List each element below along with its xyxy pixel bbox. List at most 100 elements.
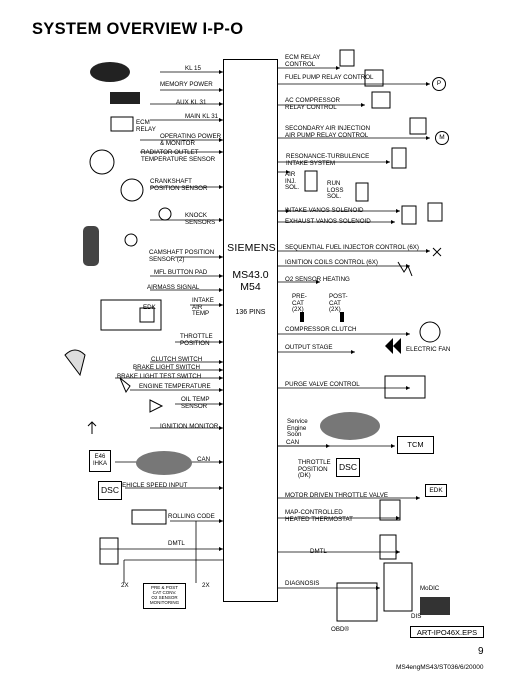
key-icon: [90, 62, 130, 82]
input-label-two-x-right: 2X: [202, 582, 210, 589]
dmtl-left-icon: [99, 537, 119, 565]
arrowhead-33: [426, 249, 430, 253]
output-label-obd: OBD®: [331, 626, 349, 633]
vanos-icon-2: [427, 202, 443, 222]
cam-sensor-icon: [124, 233, 138, 247]
arrowhead-21: [219, 486, 223, 490]
arrowhead-26: [361, 103, 365, 107]
battery-icon: [110, 92, 140, 104]
arrowhead-3: [219, 102, 223, 106]
arrowhead-40: [391, 444, 395, 448]
relay-icon-3: [371, 91, 391, 109]
input-label-main-kl31: MAIN KL 31: [185, 113, 219, 120]
input-label-airmass: AIRMASS SIGNAL: [147, 284, 200, 291]
output-label-seq-fuel-inj: SEQUENTIAL FUEL INJECTOR CONTROL (6X): [285, 244, 419, 251]
input-label-brake-light-switch: BRAKE LIGHT SWITCH: [133, 364, 200, 371]
page-title: SYSTEM OVERVIEW I-P-O: [32, 20, 244, 38]
ecu-brand: SIEMENS: [227, 242, 276, 254]
arrowhead-10: [219, 274, 223, 278]
relay-icon-1: [339, 49, 355, 67]
arrowhead-43: [396, 550, 400, 554]
temp-sensor-icon: [89, 149, 115, 175]
input-label-vehicle-speed: VEHICLE SPEED INPUT: [118, 482, 188, 489]
input-label-can-in: CAN: [197, 456, 211, 463]
arrowhead-37: [351, 350, 355, 354]
output-label-motor-throttle: MOTOR DRIVEN THROTTLE VALVE: [285, 492, 389, 499]
relay-icon-2: [364, 69, 384, 87]
ignition-arrow-icon: [87, 421, 97, 434]
arrowhead-38: [406, 386, 410, 390]
knock-sensor-icon: [158, 207, 172, 221]
arrowhead-9: [219, 255, 223, 259]
arrowhead-27: [426, 136, 430, 140]
solenoid-icon-1: [391, 147, 407, 169]
arrowhead-28: [386, 160, 390, 164]
arrowhead-42: [396, 516, 400, 520]
arrowhead-35: [316, 280, 320, 284]
output-label-intake-vanos: INTAKE VANOS SOLENOID: [285, 207, 364, 214]
throttle-body-icon: [100, 299, 162, 331]
ignition-coil-icon: [397, 261, 413, 277]
mfl-pad-icon: [83, 226, 99, 266]
output-label-exhaust-vanos: EXHAUST VANOS SOLENOID: [285, 218, 371, 225]
instrument-cluster-icon: [136, 451, 192, 475]
arrowhead-13: [219, 340, 223, 344]
arrowhead-32: [391, 220, 395, 224]
arrowhead-41: [416, 496, 420, 500]
footer-code: MS4engMS43/ST036/6/20000: [396, 664, 484, 671]
output-label-diagnosis: DIAGNOSIS: [285, 580, 320, 587]
badge-edk-right: EDK: [425, 484, 447, 497]
badge-pump-m: M: [435, 131, 449, 145]
input-label-engine-temp: ENGINE TEMPERATURE: [139, 383, 211, 390]
oil-temp-sensor-icon: [149, 399, 164, 413]
output-label-modic: MoDIC: [420, 585, 440, 592]
obd-tester-icon: [336, 582, 378, 622]
arrowhead-4: [219, 118, 223, 122]
arrowhead-11: [219, 288, 223, 292]
arrowhead-12: [219, 303, 223, 307]
output-label-post-cat: POST-CAT(2X): [329, 293, 348, 314]
output-label-purge-valve: PURGE VALVE CONTROL: [285, 381, 360, 388]
output-label-pre-cat: PRE-CAT(2X): [292, 293, 307, 314]
input-label-dmtl-in: DMTL: [168, 540, 185, 547]
input-label-edk-in: EDK: [143, 304, 156, 311]
arrowhead-1: [219, 70, 223, 74]
ecu-block: SIEMENS MS43.0 M54 136 PINS: [223, 59, 278, 602]
arrowhead-15: [219, 368, 223, 372]
arrowhead-6: [219, 150, 223, 154]
input-label-two-x-left: 2X: [121, 582, 129, 589]
output-label-electric-fan: ELECTRIC FAN: [406, 346, 451, 353]
input-label-memory-power: MEMORY POWER: [160, 81, 213, 88]
input-label-aux-kl31: AUX KL 31: [176, 99, 207, 106]
ecu-model-line2: M54: [240, 281, 261, 293]
badge-tcm: TCM: [397, 436, 434, 454]
dis-tester-icon: [383, 562, 413, 612]
arrowhead-20: [219, 460, 223, 464]
arrowhead-2: [219, 88, 223, 92]
badge-dsc-left: DSC: [98, 481, 122, 500]
compressor-clutch-icon: [419, 321, 441, 343]
arrowhead-29: [286, 170, 290, 174]
input-label-clutch-switch: CLUTCH SWITCH: [151, 356, 203, 363]
vanos-icon-1: [401, 205, 417, 225]
arrowhead-5: [219, 138, 223, 142]
arrowhead-16: [219, 376, 223, 380]
clutch-pedal-icon: [64, 349, 86, 377]
arrowhead-31: [396, 209, 400, 213]
page-number: 9: [478, 646, 484, 657]
arrowhead-23: [219, 547, 223, 551]
purge-valve-icon: [384, 375, 426, 399]
